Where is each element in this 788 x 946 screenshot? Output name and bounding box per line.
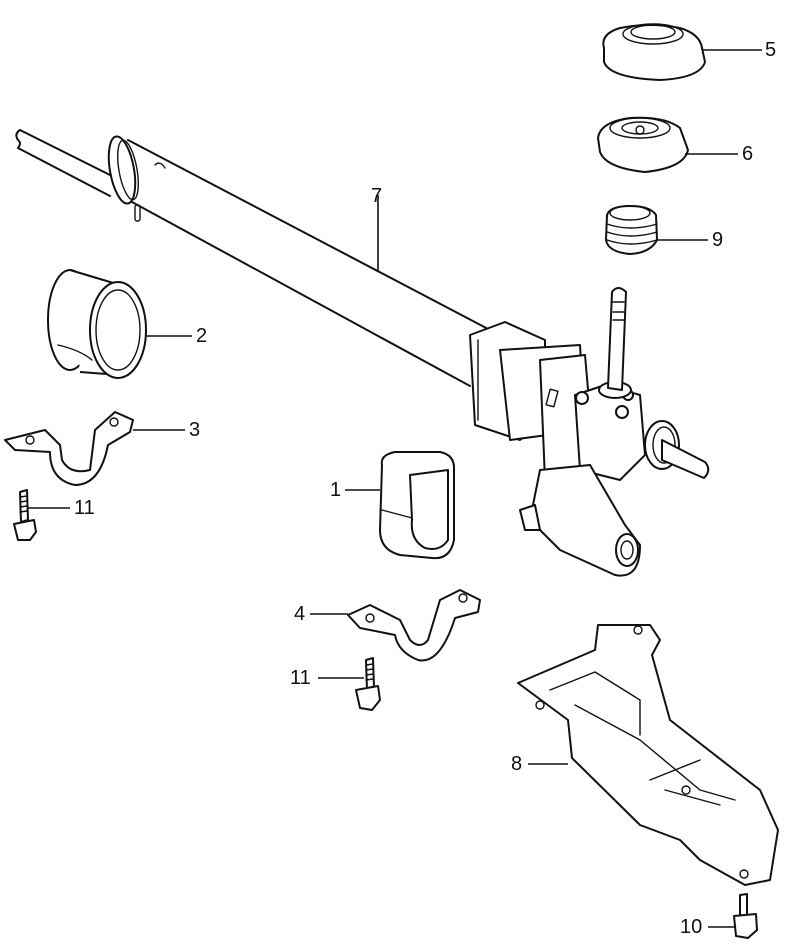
callout-8: 8 (511, 753, 523, 775)
part-3-bracket (4, 411, 134, 486)
part-10-bolt (733, 893, 758, 939)
part-1-bushing (379, 451, 456, 560)
part-11-bolt-center (355, 657, 381, 711)
callout-5: 5 (765, 39, 777, 61)
part-5-dust-seal (602, 23, 706, 81)
part-6-seal (597, 116, 689, 173)
callout-10: 10 (680, 916, 703, 938)
leader-lines (28, 49, 762, 928)
callout-3: 3 (189, 419, 201, 441)
callout-11-center: 11 (290, 667, 311, 689)
callout-9: 9 (712, 229, 724, 251)
callout-2: 2 (196, 325, 208, 347)
callout-6: 6 (742, 143, 754, 165)
part-11-bolt-left (13, 489, 37, 541)
callout-4: 4 (294, 603, 306, 625)
part-2-bushing (47, 269, 147, 379)
callout-7: 7 (371, 185, 383, 207)
part-4-bracket (347, 589, 481, 662)
callout-11-left: 11 (74, 497, 95, 519)
part-9-bushing-seal (605, 205, 658, 255)
callout-1: 1 (330, 479, 342, 501)
part-8-guard-plate (517, 624, 779, 886)
part-7-gear-housing (469, 287, 710, 577)
part-7-rack-housing (15, 129, 491, 387)
